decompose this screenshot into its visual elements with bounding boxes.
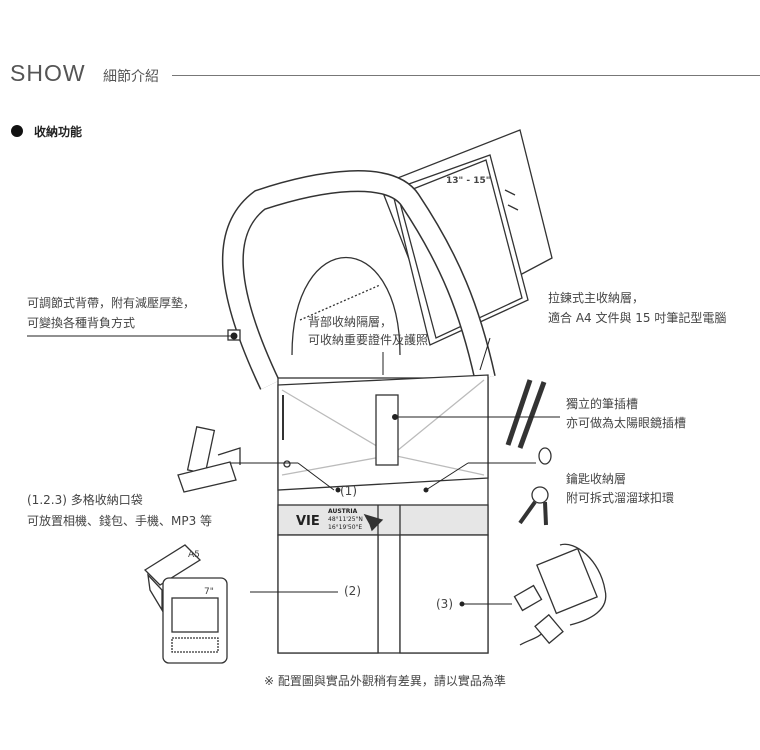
tag-band (277, 504, 489, 536)
pen-slot-callout-line2: 亦可做為太陽眼鏡插槽 (566, 416, 687, 430)
laptop-size-label: 13" - 15" (446, 176, 491, 186)
pocket-marker-1: (1) (340, 484, 357, 498)
laptop-illustration (379, 129, 553, 346)
bullet-icon (11, 125, 23, 137)
strap-callout-line2: 可變換各種背負方式 (27, 316, 136, 330)
pocket-marker-2: (2) (344, 584, 361, 598)
page-subtitle: 細節介紹 (103, 69, 159, 85)
pocket-marker-3: (3) (436, 597, 453, 611)
pockets-callout-line2: 可放置相機、錢包、手機、MP3 等 (27, 514, 213, 528)
main-compartment-callout-line2: 適合 A4 文件與 15 吋筆記型電腦 (548, 311, 727, 325)
header-divider (172, 75, 760, 76)
charger-icon (513, 543, 607, 646)
tag-country: AUSTRIA (328, 508, 358, 515)
key-layer-callout-line2: 附可拆式溜溜球扣環 (566, 491, 675, 505)
ereader-size-label: 7" (204, 587, 214, 597)
pen-icon (505, 379, 533, 446)
page-title: SHOW (10, 60, 86, 86)
book-icon (143, 544, 202, 613)
tag-latitude: 48°11'25"N (328, 516, 363, 523)
footnote: ※ 配置圖與實品外觀稍有差異，請以實品為準 (264, 674, 506, 688)
pen-slot-callout-line1: 獨立的筆插槽 (566, 397, 639, 411)
pockets-callout-line1: (1.2.3) 多格收納口袋 (27, 493, 143, 507)
main-compartment-callout-line1: 拉鍊式主收納層， (548, 291, 645, 305)
back-pocket-callout-line1: 背部收納隔層， (308, 315, 393, 329)
tag-code: VIE (296, 514, 320, 529)
keys-icon (518, 447, 552, 526)
key-layer-callout-line1: 鑰匙收納層 (566, 472, 627, 486)
book-size-label: A5 (188, 550, 200, 560)
tag-longitude: 16°19'50"E (328, 524, 363, 531)
strap-callout-line1: 可調節式背帶，附有減壓厚墊， (27, 296, 196, 310)
section-label: 收納功能 (34, 125, 83, 139)
back-pocket-callout-line2: 可收納重要證件及護照 (308, 333, 429, 347)
